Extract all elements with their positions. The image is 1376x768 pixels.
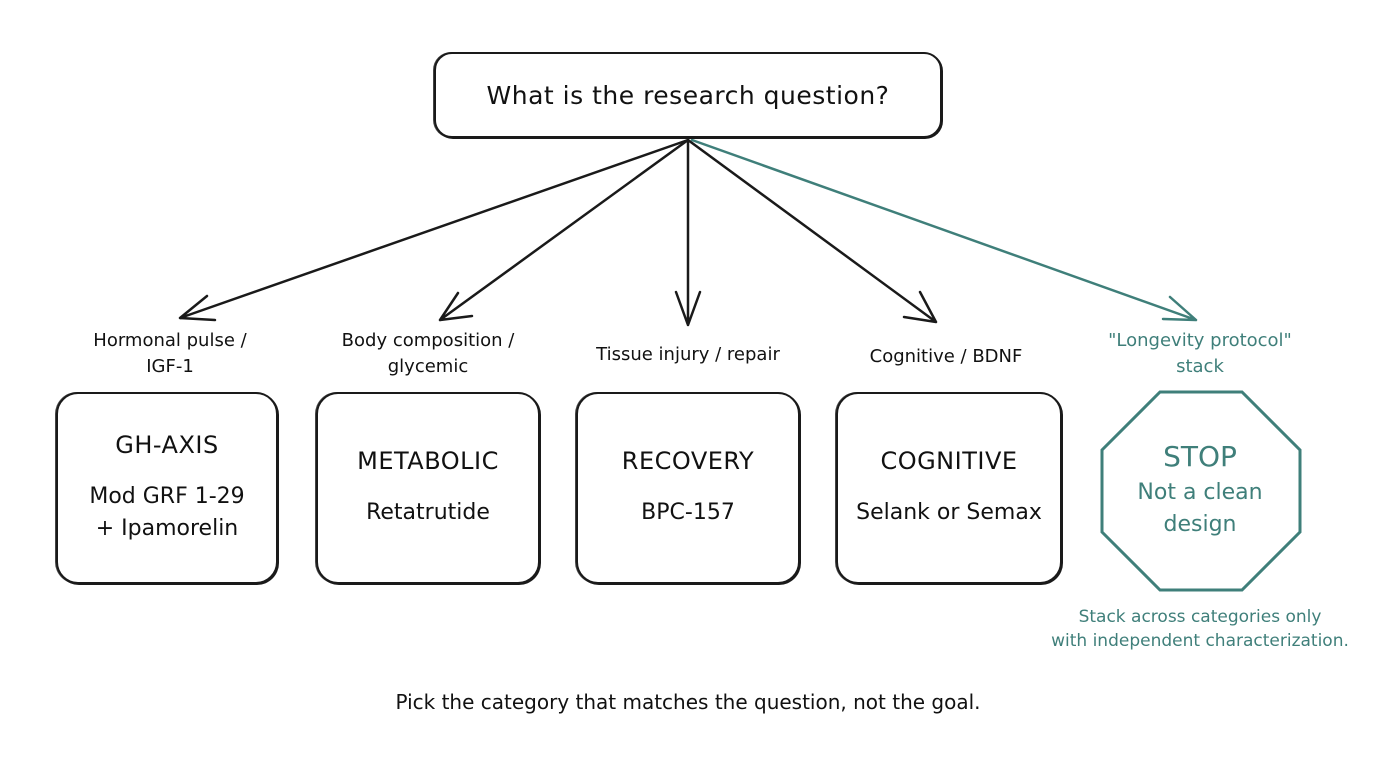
category-title: RECOVERY: [621, 447, 755, 475]
category-compound: Mod GRF 1-29: [89, 484, 245, 509]
label-line: Cognitive / BDNF: [869, 346, 1023, 367]
category-box-gh-axis: GH-AXIS Mod GRF 1-29 + Ipamorelin: [56, 392, 278, 584]
arrow-to-recovery: [674, 138, 702, 327]
category-compound: Selank or Semax: [856, 500, 1042, 525]
branch-label-gh-axis: Hormonal pulse / IGF-1: [50, 328, 290, 380]
label-line: "Longevity protocol": [1108, 330, 1292, 351]
category-compound: Retatrutide: [366, 500, 490, 525]
arrow-to-gh-axis: [178, 138, 690, 322]
stop-title: STOP: [1163, 439, 1237, 473]
stop-subtitle: design: [1163, 511, 1237, 537]
label-line: stack: [1176, 356, 1224, 377]
research-question-text: What is the research question?: [486, 80, 890, 110]
label-line: glycemic: [387, 356, 469, 377]
stop-note: Stack across categories only with indepe…: [1020, 605, 1376, 653]
research-question-box: What is the research question?: [434, 52, 942, 138]
arrow-to-metabolic: [438, 138, 690, 322]
category-box-cognitive: COGNITIVE Selank or Semax: [836, 392, 1062, 584]
category-compound: + Ipamorelin: [95, 516, 239, 541]
arrow-to-stop: [690, 138, 1198, 322]
stop-octagon: [1100, 390, 1302, 592]
arrow-to-cognitive: [686, 138, 938, 324]
note-line: with independent characterization.: [1051, 631, 1349, 651]
branch-label-recovery: Tissue injury / repair: [568, 342, 808, 368]
category-compound: BPC-157: [641, 500, 735, 525]
branch-label-metabolic: Body composition / glycemic: [308, 328, 548, 380]
branch-label-cognitive: Cognitive / BDNF: [826, 344, 1066, 370]
category-title: GH-AXIS: [115, 431, 219, 459]
label-line: Body composition /: [341, 330, 515, 351]
label-line: IGF-1: [146, 356, 194, 377]
footer-caption: Pick the category that matches the quest…: [395, 690, 981, 714]
label-line: Hormonal pulse /: [93, 330, 247, 351]
category-title: COGNITIVE: [880, 447, 1018, 475]
category-box-recovery: RECOVERY BPC-157: [576, 392, 800, 584]
category-title: METABOLIC: [357, 447, 499, 475]
label-line: Tissue injury / repair: [596, 344, 780, 365]
branch-label-longevity: "Longevity protocol" stack: [1080, 328, 1320, 380]
note-line: Stack across categories only: [1078, 607, 1322, 627]
category-box-metabolic: METABOLIC Retatrutide: [316, 392, 540, 584]
stop-subtitle: Not a clean: [1137, 479, 1263, 505]
stop-sign: STOP Not a clean design: [1100, 390, 1300, 590]
